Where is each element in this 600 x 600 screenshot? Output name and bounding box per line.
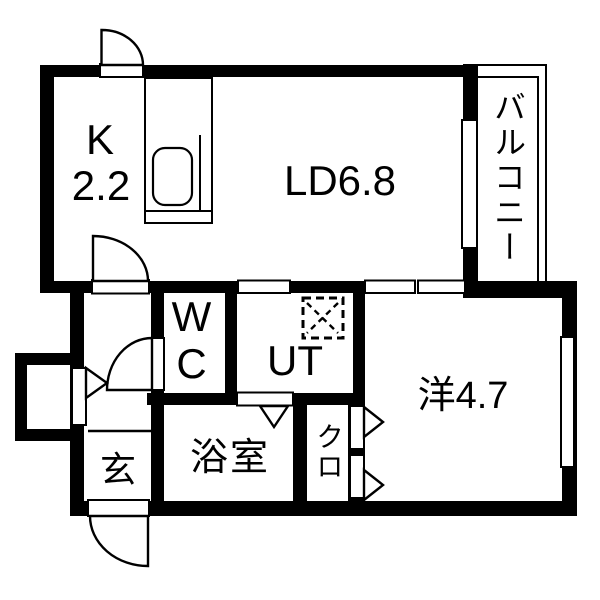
door-swings <box>88 28 154 568</box>
wall-mid-b <box>150 281 238 293</box>
wall-bottom-main <box>150 501 577 516</box>
wall-porch-bottom <box>15 429 84 441</box>
closet-sill-lower <box>349 454 365 499</box>
room-label-utility: UT <box>267 337 323 384</box>
door-swing-genkan-icon <box>88 514 150 568</box>
window-ld <box>461 119 478 249</box>
room-label-closet: クロ <box>313 422 344 482</box>
wall-bath-right <box>293 393 307 516</box>
room-label-wc: WC <box>168 293 215 387</box>
wall-mid-a <box>40 281 92 293</box>
door-swing-wc-icon <box>105 336 154 392</box>
door-swing-kitchen-north-icon <box>100 28 145 67</box>
wall-porch-top <box>15 353 84 365</box>
wall-wc-ut-divider <box>225 293 237 405</box>
wall-left-upper <box>40 65 54 293</box>
window-western-room <box>560 336 575 468</box>
wall-ut-right <box>353 293 365 405</box>
openings <box>71 63 575 517</box>
sliding-door-western-1 <box>364 279 416 294</box>
door-sill-genkan <box>87 499 150 517</box>
bathroom-door-mark-icon <box>257 404 291 430</box>
closet-fold-door-mark-upper-icon <box>362 404 385 440</box>
washer-space-cross-2 <box>306 302 339 334</box>
closet-sill-upper <box>349 405 365 450</box>
balcony-rail-outer <box>478 64 547 292</box>
room-label-bathroom: 浴室 <box>189 437 271 479</box>
washer-space-box <box>301 296 345 340</box>
wall-mid-c <box>290 281 365 293</box>
room-area-kitchen: 2.2 <box>71 162 131 209</box>
wall-top <box>40 65 463 77</box>
sink-icon <box>151 146 194 207</box>
wall-porch-left <box>15 353 27 441</box>
room-label-living-dining: LD6.8 <box>283 157 397 204</box>
wall-balcony-bottom <box>463 282 573 298</box>
balcony-rail <box>478 64 547 292</box>
room-label-balcony: バルコニー <box>490 90 526 266</box>
front-door-sill <box>71 367 87 426</box>
balcony-rail-inner <box>478 76 539 291</box>
wall-bottom-left-stub <box>70 501 88 516</box>
closet-fold-door-mark-lower-icon <box>362 467 385 503</box>
room-label-entrance: 玄 <box>99 449 137 490</box>
opening-ld-ut <box>237 279 291 294</box>
symbols <box>84 296 385 503</box>
room-label-kitchen: K <box>85 116 115 163</box>
kitchen-counter <box>144 77 213 224</box>
door-swing-kitchen-south-icon <box>91 234 150 283</box>
door-sill-bathroom <box>236 391 294 407</box>
entrance-arrow-icon <box>84 365 110 401</box>
room-label-western-room: 洋4.7 <box>417 375 509 417</box>
sliding-door-western-2 <box>417 279 466 294</box>
washer-space-icon <box>301 296 345 340</box>
